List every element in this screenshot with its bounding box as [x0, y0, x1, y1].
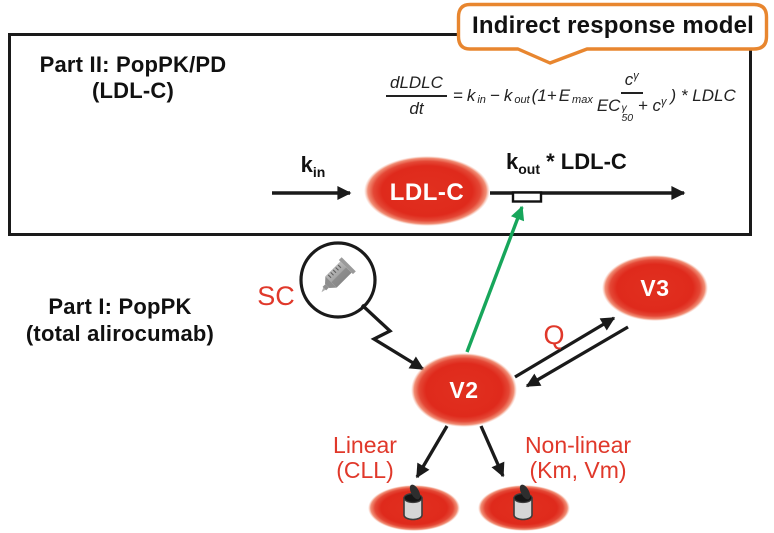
- part1-title-line2: (total alirocumab): [25, 321, 215, 346]
- part1-title: Part I: PopPK (total alirocumab): [14, 293, 226, 347]
- part2-title-line1: Part II: PopPK/PD: [39, 52, 227, 77]
- kout-rate-label: kout * LDL-C: [506, 149, 627, 177]
- part1-title-line1: Part I: PopPK: [48, 294, 192, 319]
- part2-title-line2: (LDL-C): [91, 78, 175, 103]
- nonlinear-clearance-label: Non-linear (Km, Vm): [524, 432, 632, 483]
- linear-clearance-label: Linear (CLL): [333, 432, 397, 483]
- v3-peripheral-compartment: [602, 255, 708, 321]
- sc-dosing-arrow: [360, 303, 425, 371]
- kin-rate-label: kin: [300, 152, 326, 180]
- v2-to-v3-arrow: [514, 316, 616, 379]
- kout-effect-box: [511, 191, 543, 203]
- sc-route-label: SC: [257, 281, 295, 311]
- callout-title: Indirect response model: [471, 12, 754, 39]
- v3-compartment-label: V3: [640, 275, 670, 301]
- indirect-response-callout-bubble: [456, 2, 769, 65]
- ldlc-compartment-label: LDL-C: [389, 179, 465, 206]
- syringe-icon: [321, 257, 356, 293]
- part2-boundary-box: [8, 33, 752, 236]
- part2-title: Part II: PopPK/PD (LDL-C): [28, 52, 238, 104]
- linear-elimination-arrow: [415, 425, 449, 479]
- drug-effect-arrow: [465, 205, 525, 353]
- v2-compartment-label: V2: [449, 377, 479, 403]
- nonlinear-elimination-arrow: [479, 425, 505, 478]
- ldlc-compartment: [364, 156, 490, 226]
- equation-lhs-fraction: dLDLC dt: [386, 73, 447, 119]
- waste-bin-icon: [403, 484, 423, 521]
- v3-to-v2-arrow: [525, 325, 629, 388]
- q-intercompartment-label: Q: [543, 320, 565, 350]
- waste-bin-icon: [513, 484, 533, 521]
- v2-central-compartment: [411, 353, 517, 427]
